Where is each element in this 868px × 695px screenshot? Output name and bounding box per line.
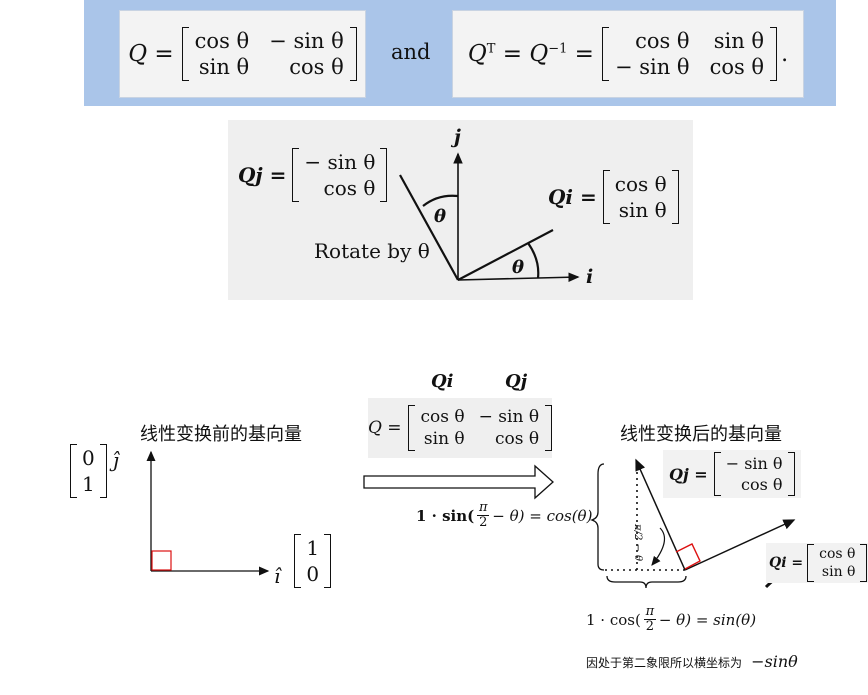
vector-cell: cos θ — [819, 546, 856, 562]
period: . — [781, 41, 789, 67]
qt-matrix: cos θ sin θ − sin θ cos θ — [601, 27, 778, 81]
theta-arc-bottom — [527, 242, 540, 279]
i-axis-label: i — [586, 266, 594, 288]
matrix-cell: cos θ — [494, 429, 540, 449]
matrix-cell: cos θ — [194, 29, 250, 53]
bottom-formula-prefix: 1 · cos( — [586, 610, 641, 629]
after-qi-label: Qi = — [769, 555, 804, 571]
vector-cell: sin θ — [618, 198, 667, 222]
vector-cell: 0 — [82, 446, 95, 470]
vector-cell: − sin θ — [725, 454, 783, 473]
fraction-numerator: π — [478, 500, 488, 515]
after-qi-equation: Qi = cos θ sin θ — [766, 543, 868, 583]
qt-matrix-box: QT = Q−1 = cos θ sin θ − sin θ cos θ . — [452, 10, 804, 98]
after-angle-arc — [651, 527, 666, 566]
and-word: and — [391, 40, 431, 64]
vector-cell: 0 — [306, 562, 320, 586]
rotation-figure: j i θ θ Rotate by θ Qj = − sin θ cos θ Q… — [228, 120, 693, 300]
matrix-cell: sin θ — [423, 429, 465, 449]
right-angle-marker — [151, 550, 172, 571]
q-matrix: cos θ − sin θ sin θ cos θ — [181, 27, 357, 81]
vector-cell: cos θ — [323, 176, 376, 200]
fraction-denominator: 2 — [645, 619, 654, 634]
matrix-cell: − sin θ — [478, 407, 540, 427]
q-matrix-box: Q = cos θ − sin θ sin θ cos θ — [119, 10, 366, 98]
transform-matrix: Q = cos θ − sin θ sin θ cos θ — [367, 398, 553, 458]
after-qj-equation: Qj = − sin θ cos θ — [663, 450, 801, 498]
fraction-numerator: π — [645, 604, 655, 619]
theta-arc-top — [422, 194, 459, 207]
rotate-caption: Rotate by θ — [314, 239, 430, 263]
qi-label: Qi = — [548, 185, 597, 209]
i-hat-label: î — [274, 564, 281, 588]
qi-vector-matrix: cos θ sin θ — [602, 170, 679, 224]
left-brace — [589, 463, 605, 571]
before-j-vector: 0 1 ĵ — [70, 444, 119, 498]
matrix-cell: cos θ — [635, 29, 690, 53]
matrix-cell: cos θ — [709, 55, 765, 79]
qj-equation: Qj = − sin θ cos θ — [238, 148, 388, 202]
vector-cell: sin θ — [821, 564, 856, 580]
transform-q-matrix: cos θ − sin θ sin θ cos θ — [407, 405, 553, 451]
rotation-axes-svg — [399, 152, 580, 283]
bottom-fraction: π 2 — [643, 604, 656, 634]
bottom-formula-suffix: − θ) = sin(θ) — [658, 610, 757, 629]
qt-label: QT = Q−1 = — [467, 41, 594, 67]
qi-vector — [457, 229, 554, 281]
fraction-denominator: 2 — [479, 515, 488, 530]
left-fraction: π 2 — [477, 500, 490, 530]
left-formula-prefix: 1 · sin( — [416, 506, 475, 525]
qj-vector-matrix: − sin θ cos θ — [292, 148, 388, 202]
vector-cell: 1 — [82, 472, 95, 496]
q-label: Q = — [128, 41, 174, 67]
vector-cell: cos θ — [741, 475, 783, 494]
quadrant-note-text: 因处于第二象限所以横坐标为 — [586, 656, 743, 670]
theta-top-label: θ — [434, 206, 447, 227]
after-title: 线性变换后的基向量 — [620, 424, 782, 445]
j-axis-label: j — [454, 126, 461, 148]
matrix-cell: − sin θ — [614, 55, 690, 79]
before-title: 线性变换前的基向量 — [140, 424, 302, 445]
transform-q-label: Q = — [367, 418, 402, 438]
qj-label: Qj = — [238, 163, 287, 187]
after-qj-matrix: − sin θ cos θ — [713, 452, 795, 496]
col-label-qj: Qj — [505, 371, 528, 392]
theta-bottom-label: θ — [512, 257, 525, 278]
after-qi-vector — [684, 519, 796, 571]
matrix-cell: cos θ — [289, 55, 344, 79]
i-axis — [457, 272, 580, 283]
vector-cell: 1 — [306, 536, 320, 560]
qj-vector — [399, 174, 459, 281]
qi-equation: Qi = cos θ sin θ — [548, 170, 679, 224]
i-column-vector: 1 0 — [294, 534, 332, 588]
angle-label: π/2 − θ — [632, 524, 643, 562]
j-column-vector: 0 1 — [70, 444, 107, 498]
bottom-formula: 1 · cos( π 2 − θ) = sin(θ) — [586, 605, 756, 634]
quadrant-note: 因处于第二象限所以横坐标为 −sinθ — [586, 652, 798, 671]
after-qj-label: Qj = — [669, 464, 708, 484]
bottom-brace — [606, 575, 687, 589]
matrix-cell: − sin θ — [269, 29, 344, 53]
col-label-qi: Qi — [431, 371, 454, 392]
after-qi-matrix: cos θ sin θ — [807, 544, 868, 582]
matrix-cell: sin θ — [713, 29, 765, 53]
matrix-cell: cos θ — [420, 407, 465, 427]
matrix-cell: sin θ — [198, 55, 250, 79]
transform-arrow — [363, 464, 554, 500]
quadrant-note-math: −sinθ — [751, 652, 798, 671]
before-i-vector: î 1 0 — [274, 534, 332, 588]
left-formula-suffix: − θ) = cos(θ) — [492, 506, 593, 525]
vector-cell: − sin θ — [304, 150, 376, 174]
left-formula: 1 · sin( π 2 − θ) = cos(θ) — [416, 501, 592, 530]
after-right-angle — [675, 543, 701, 570]
vector-cell: cos θ — [614, 172, 667, 196]
j-hat-label: ĵ — [112, 448, 119, 472]
